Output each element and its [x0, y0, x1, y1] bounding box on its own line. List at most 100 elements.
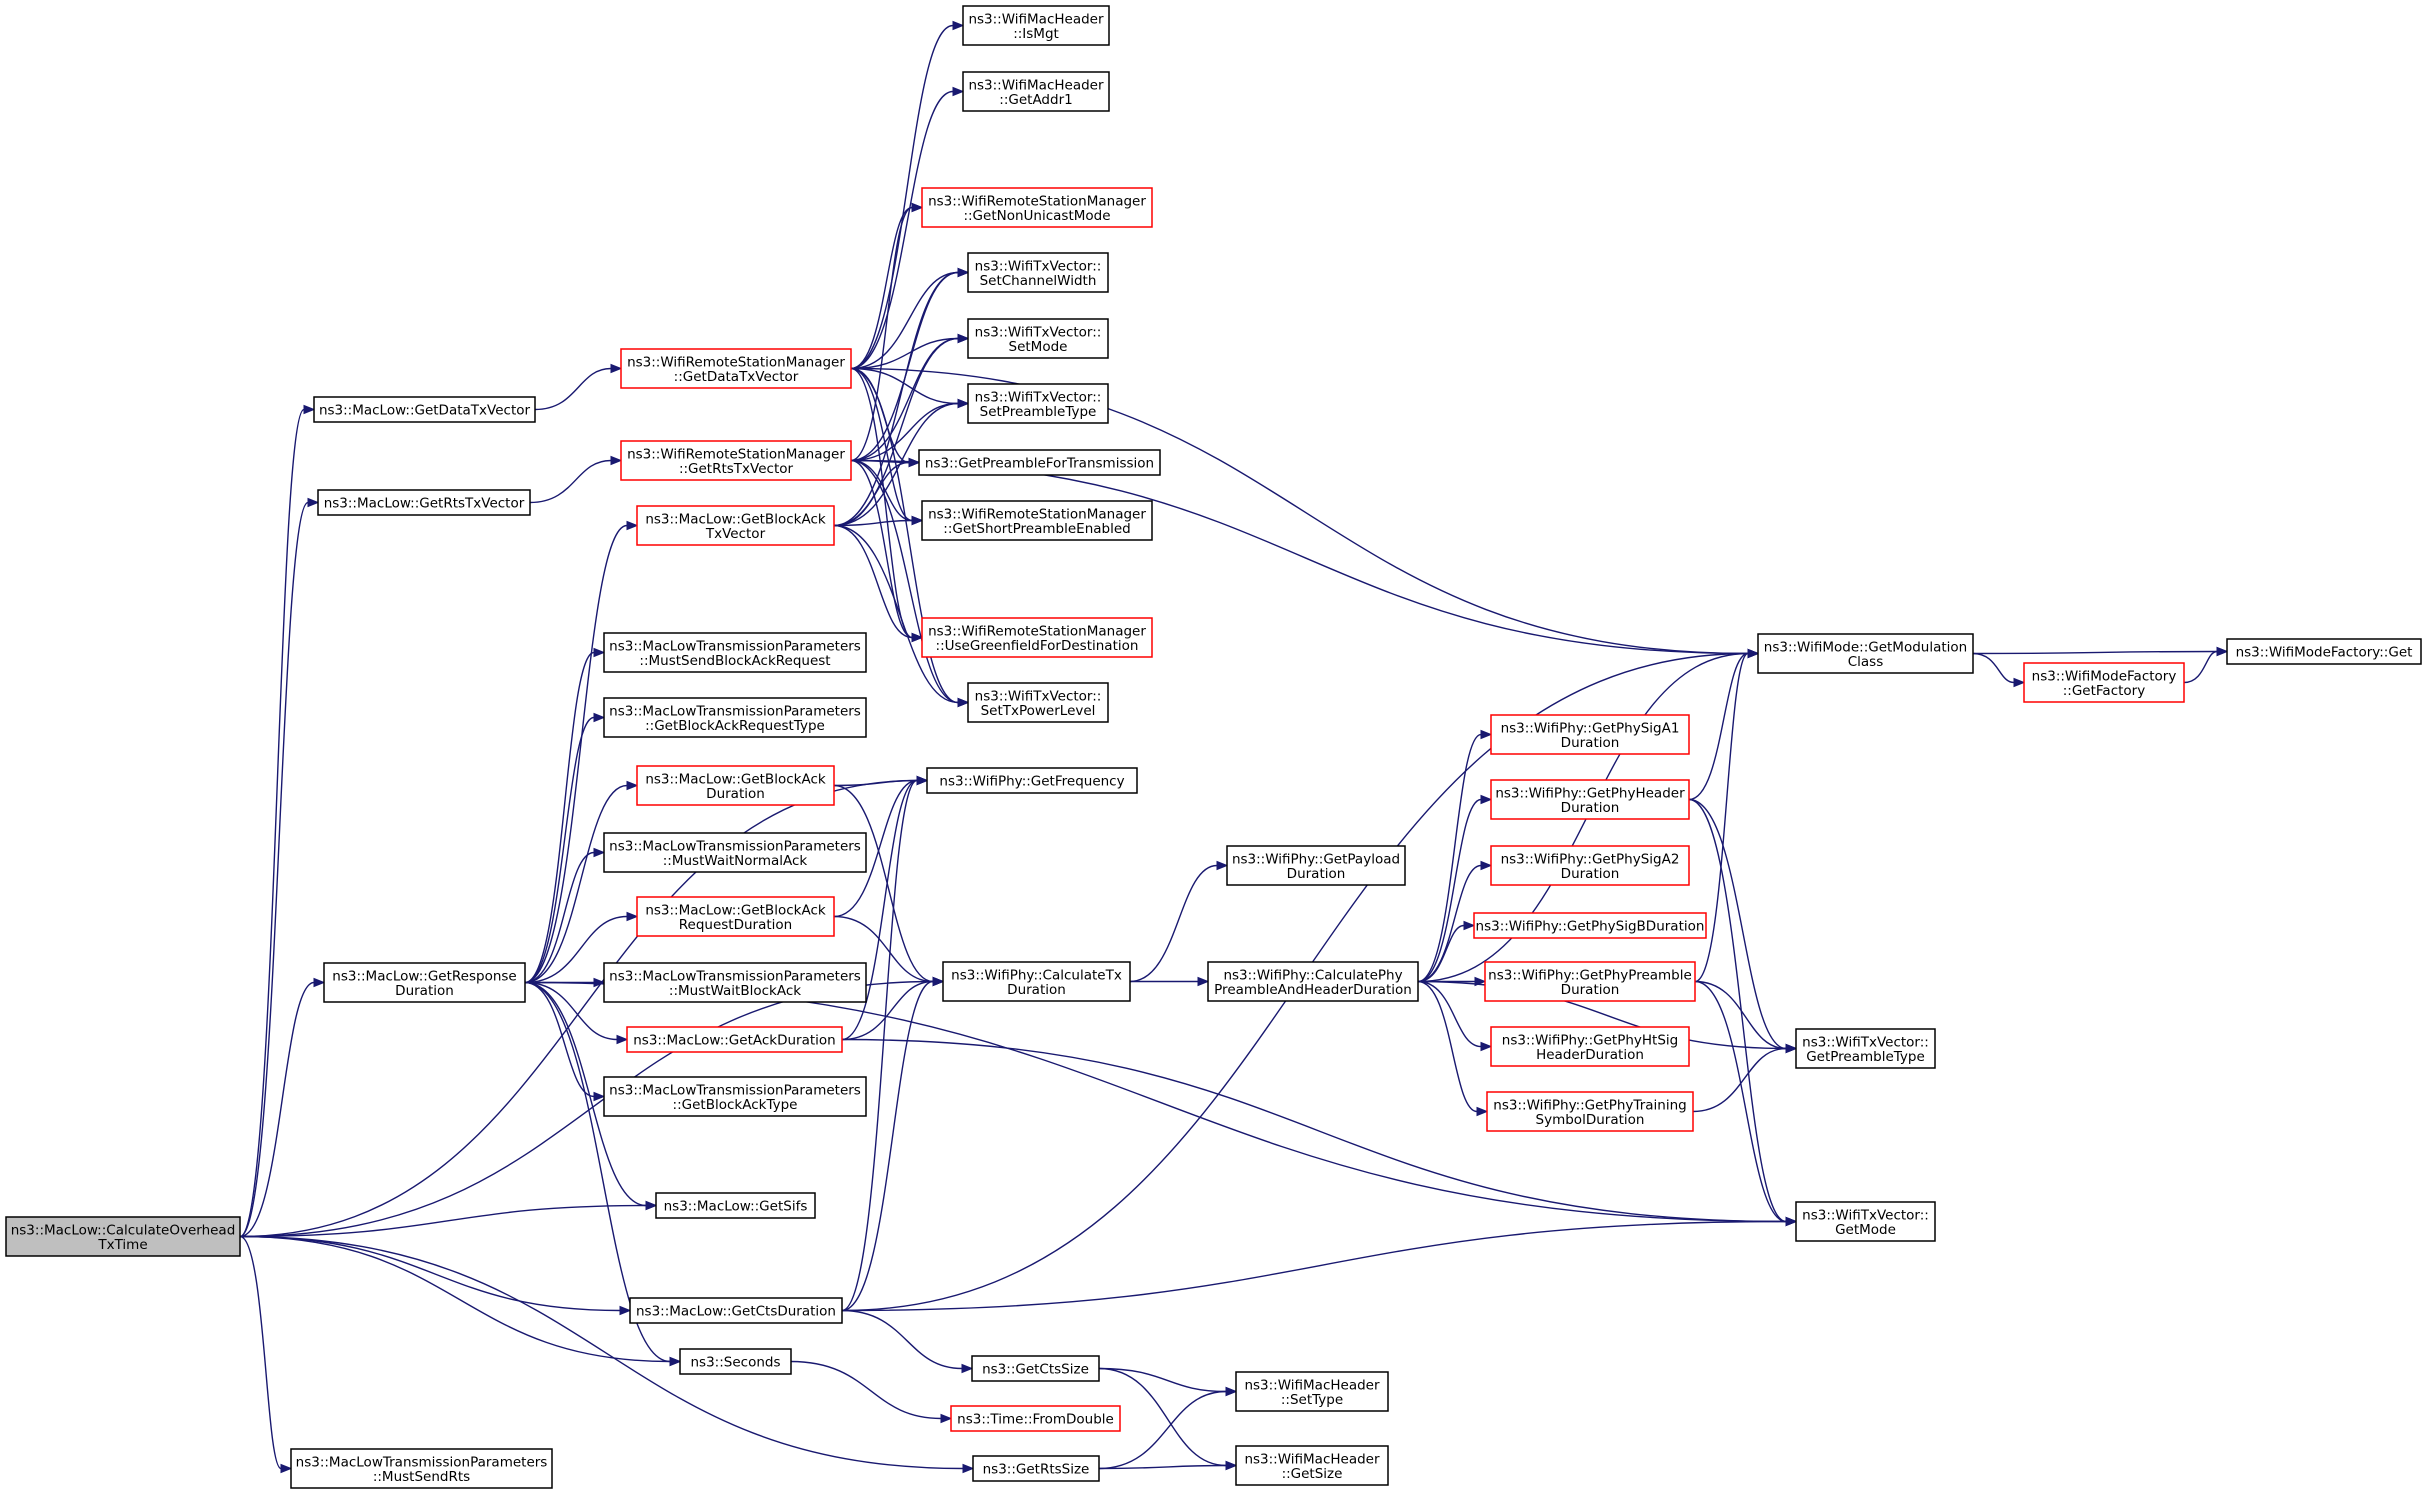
function-node-getAckDuration[interactable]: ns3::MacLow::GetAckDuration: [626, 1026, 843, 1053]
function-node-getRtsSize[interactable]: ns3::GetRtsSize: [972, 1455, 1100, 1482]
function-node-seconds[interactable]: ns3::Seconds: [679, 1348, 792, 1375]
call-edge-line: [850, 367, 959, 704]
arrowhead-icon: [626, 780, 639, 791]
function-node-setChannelWidth[interactable]: ns3::WifiTxVector::SetChannelWidth: [967, 252, 1109, 293]
node-label-line: ::UseGreenfieldForDestination: [936, 638, 1139, 654]
function-node-getPreambleForTransmission[interactable]: ns3::GetPreambleForTransmission: [918, 449, 1161, 476]
node-label-line: ns3::MacLow::GetBlockAck: [645, 902, 826, 918]
function-node-getFactory[interactable]: ns3::WifiModeFactory::GetFactory: [2023, 662, 2185, 703]
node-label-line: ::MustWaitNormalAck: [663, 853, 808, 869]
node-label-line: ns3::WifiPhy::GetPhyHeader: [1495, 785, 1685, 801]
node-label-line: ns3::GetCtsSize: [982, 1362, 1089, 1378]
function-node-getPreambleType[interactable]: ns3::WifiTxVector::GetPreambleType: [1795, 1028, 1936, 1069]
node-label-line: ns3::WifiPhy::GetPhySigA1: [1501, 720, 1680, 736]
function-node-getBlockAckType[interactable]: ns3::MacLowTransmissionParameters::GetBl…: [603, 1076, 867, 1117]
function-node-wrsmGetRtsTxVector[interactable]: ns3::WifiRemoteStationManager::GetRtsTxV…: [620, 440, 852, 481]
function-node-mustWaitBlockAck[interactable]: ns3::MacLowTransmissionParameters::MustW…: [603, 962, 867, 1003]
function-node-getRtsTxVector[interactable]: ns3::MacLow::GetRtsTxVector: [317, 489, 531, 516]
call-edge-line: [239, 1235, 964, 1470]
node-box: [620, 348, 852, 389]
arrowhead-icon: [1480, 729, 1493, 740]
call-edge-line: [524, 915, 628, 984]
arrowhead-icon: [1225, 1386, 1238, 1397]
arrowhead-icon: [1747, 648, 1760, 659]
function-node-getCtsSize[interactable]: ns3::GetCtsSize: [971, 1355, 1100, 1382]
call-edge-seconds-to-fromDouble: [790, 1360, 953, 1424]
call-edge-getResponseDuration-to-mustWaitNormalAck: [524, 847, 606, 984]
node-box: [636, 896, 835, 937]
node-label-line: ns3::WifiPhy::GetPhySigBDuration: [1476, 919, 1705, 935]
arrowhead-icon: [313, 977, 326, 988]
call-edge-getPhyPreambleDuration-to-getMode: [1694, 980, 1798, 1227]
function-node-isMgt[interactable]: ns3::WifiMacHeader::IsMgt: [962, 5, 1110, 46]
node-label-line: ::MustSendRts: [373, 1469, 470, 1485]
node-label-line: SetTxPowerLevel: [981, 703, 1096, 719]
function-node-getAddr1[interactable]: ns3::WifiMacHeader::GetAddr1: [962, 71, 1110, 112]
node-box: [636, 765, 835, 806]
function-node-mustWaitNormalAck[interactable]: ns3::MacLowTransmissionParameters::MustW…: [603, 832, 867, 873]
node-label-line: Class: [1848, 654, 1884, 670]
function-node-getDataTxVector[interactable]: ns3::MacLow::GetDataTxVector: [313, 396, 536, 423]
function-node-getSize[interactable]: ns3::WifiMacHeader::GetSize: [1235, 1445, 1389, 1486]
function-node-setMode[interactable]: ns3::WifiTxVector::SetMode: [967, 318, 1109, 359]
node-label-line: TxTime: [97, 1237, 147, 1253]
function-node-calculatePhyPreambleAndHeaderDuration[interactable]: ns3::WifiPhy::CalculatePhyPreambleAndHea…: [1207, 961, 1419, 1002]
function-node-getBlockAckRequestType[interactable]: ns3::MacLowTransmissionParameters::GetBl…: [603, 697, 867, 738]
function-node-wifiModeFactoryGet[interactable]: ns3::WifiModeFactory::Get: [2226, 638, 2422, 665]
call-edges: [239, 20, 2229, 1474]
call-edge-line: [850, 206, 913, 370]
arrowhead-icon: [1785, 1216, 1798, 1227]
function-node-getFrequency[interactable]: ns3::WifiPhy::GetFrequency: [926, 767, 1138, 794]
function-node-getNonUnicastMode[interactable]: ns3::WifiRemoteStationManager::GetNonUni…: [921, 187, 1153, 228]
function-node-fromDouble[interactable]: ns3::Time::FromDouble: [950, 1405, 1121, 1432]
arrowhead-icon: [610, 363, 623, 374]
function-node-wrsmGetDataTxVector[interactable]: ns3::WifiRemoteStationManager::GetDataTx…: [620, 348, 852, 389]
node-label-line: ns3::GetRtsSize: [983, 1462, 1090, 1478]
call-edge-getResponseDuration-to-getSifs: [524, 981, 658, 1211]
function-node-getMode[interactable]: ns3::WifiTxVector::GetMode: [1795, 1201, 1936, 1242]
function-node-setPreambleType[interactable]: ns3::WifiTxVector::SetPreambleType: [967, 383, 1109, 424]
call-edge-line: [1688, 652, 1749, 801]
node-label-line: ns3::WifiTxVector::: [975, 324, 1102, 340]
function-node-getShortPreambleEnabled[interactable]: ns3::WifiRemoteStationManager::GetShortP…: [921, 500, 1153, 541]
node-label-line: ::GetBlockAckType: [673, 1097, 798, 1113]
function-node-mustSendBlockAckRequest[interactable]: ns3::MacLowTransmissionParameters::MustS…: [603, 632, 867, 673]
function-node-mustSendRts[interactable]: ns3::MacLowTransmissionParameters::MustS…: [290, 1448, 553, 1489]
node-label-line: ns3::WifiRemoteStationManager: [627, 354, 845, 370]
arrowhead-icon: [1480, 794, 1493, 805]
call-edge-getAckDuration-to-getMode: [841, 1038, 1798, 1227]
function-node-getPhySigBDuration[interactable]: ns3::WifiPhy::GetPhySigBDuration: [1473, 912, 1707, 939]
function-node-useGreenfieldForDestination[interactable]: ns3::WifiRemoteStationManager::UseGreenf…: [921, 617, 1153, 658]
call-edge-getModulationClass-to-getFactory: [1972, 652, 2026, 688]
node-label-line: ns3::WifiPhy::CalculateTx: [951, 967, 1122, 983]
function-node-getPhyTrainingSymbolDuration[interactable]: ns3::WifiPhy::GetPhyTrainingSymbolDurati…: [1486, 1091, 1694, 1132]
function-node-getSifs[interactable]: ns3::MacLow::GetSifs: [655, 1192, 816, 1219]
call-edge-line: [1098, 1367, 1227, 1393]
function-node-setType[interactable]: ns3::WifiMacHeader::SetType: [1235, 1371, 1389, 1412]
node-box: [1757, 633, 1974, 674]
call-edge-wrsmGetDataTxVector-to-useGreenfieldForDestination: [850, 367, 924, 643]
node-box: [620, 440, 852, 481]
node-label-line: ns3::MacLowTransmissionParameters: [296, 1454, 548, 1470]
node-label-line: RequestDuration: [679, 917, 792, 933]
function-node-setTxPowerLevel[interactable]: ns3::WifiTxVector::SetTxPowerLevel: [967, 682, 1109, 723]
function-node-getCtsDuration[interactable]: ns3::MacLow::GetCtsDuration: [629, 1297, 843, 1324]
call-edge-line: [1417, 798, 1482, 983]
call-edge-line: [850, 337, 959, 370]
node-label-line: ns3::MacLow::CalculateOverhead: [11, 1222, 236, 1238]
node-box: [942, 961, 1131, 1002]
call-edge-line: [850, 90, 954, 370]
